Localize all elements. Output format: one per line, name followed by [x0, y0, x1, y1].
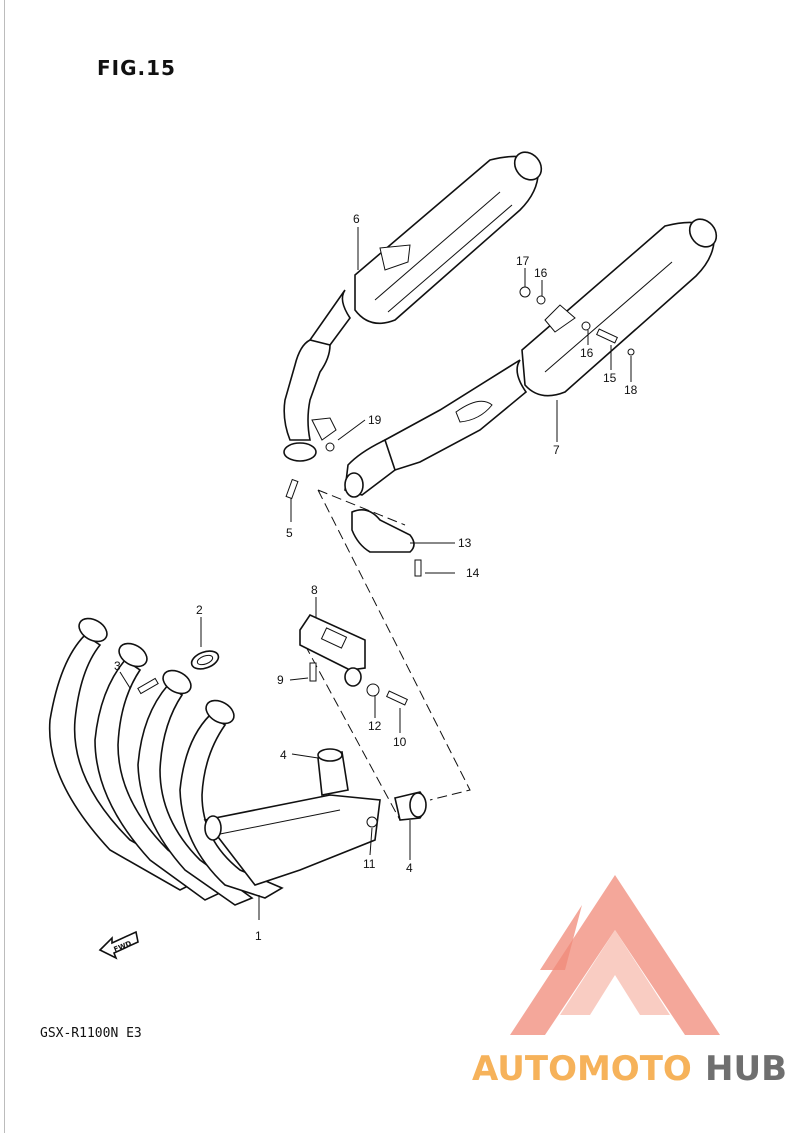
- callout-14: 14: [466, 566, 480, 580]
- callout-16-upper: 16: [534, 266, 548, 280]
- callout-7: 7: [553, 443, 560, 457]
- callout-4-upper: 4: [280, 748, 287, 762]
- model-code: GSX-R1100N E3: [40, 1026, 142, 1041]
- callout-18: 18: [624, 383, 638, 397]
- callout-labels: 1 2 3 4 4 5 6 7 8 9 10 11 12 13 14 15 16…: [114, 212, 638, 943]
- callout-10: 10: [393, 735, 407, 749]
- callout-8: 8: [311, 583, 318, 597]
- fwd-arrow-icon: FWD: [98, 930, 139, 960]
- callout-13: 13: [458, 536, 472, 550]
- automotohub-watermark: AUTOMOTO HUB: [472, 875, 787, 1089]
- callout-12: 12: [368, 719, 382, 733]
- assembly-guide: [317, 489, 471, 801]
- leader-lines: [119, 227, 632, 920]
- fasteners: [137, 286, 635, 828]
- callout-6: 6: [353, 212, 360, 226]
- exhaust-headers: [48, 617, 381, 906]
- callout-9: 9: [277, 673, 284, 687]
- watermark-text-automoto: AUTOMOTO: [472, 1049, 692, 1089]
- callout-4-lower: 4: [406, 861, 413, 875]
- callout-19: 19: [368, 413, 382, 427]
- muffler-left: [283, 151, 543, 462]
- callout-5: 5: [286, 526, 293, 540]
- muffler-right: [344, 218, 718, 498]
- callout-3: 3: [114, 659, 121, 673]
- figure-title: FIG.15: [97, 56, 176, 80]
- callout-17: 17: [516, 254, 530, 268]
- watermark-text-hub: HUB: [705, 1049, 787, 1089]
- callout-16-lower: 16: [580, 346, 594, 360]
- callout-11: 11: [363, 857, 376, 871]
- callout-15: 15: [603, 371, 617, 385]
- page-border: [4, 0, 5, 1133]
- callout-1: 1: [255, 929, 262, 943]
- callout-2: 2: [196, 603, 203, 617]
- bracket-13: [351, 509, 415, 553]
- watermark-logo-icon: [510, 875, 720, 1035]
